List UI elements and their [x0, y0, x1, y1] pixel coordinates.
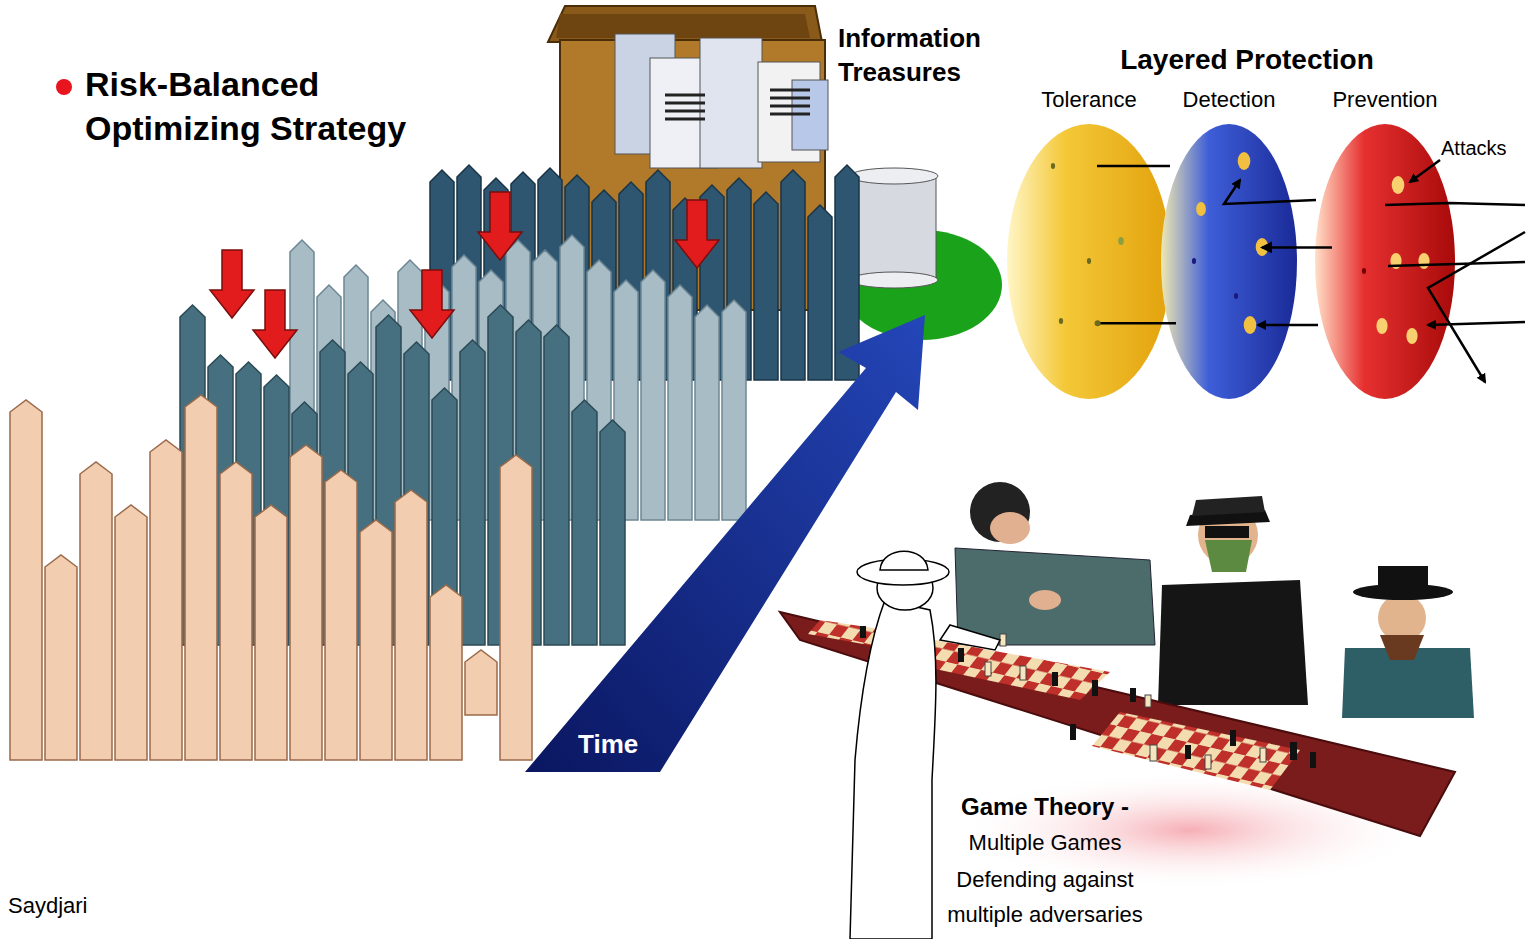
section-heading: Game Theory - — [925, 792, 1165, 822]
attack-label: Attacks — [1441, 136, 1507, 161]
layer-disk — [1003, 121, 1175, 402]
layer-label: Detection — [1156, 86, 1302, 114]
slide-title: Risk-Balanced Optimizing Strategy — [85, 62, 485, 150]
label-wrap: Information Treasures — [838, 22, 1013, 90]
disk-hole — [1238, 152, 1251, 170]
fence-picket — [430, 585, 462, 760]
fence-picket — [185, 395, 217, 760]
disk-face — [1315, 124, 1455, 399]
attack-arrow — [478, 192, 522, 260]
protection-layer: Detection — [1156, 86, 1302, 402]
fence-picket — [10, 400, 42, 760]
group-heading: Layered Protection — [1087, 42, 1407, 77]
fence-rows — [10, 165, 859, 760]
disk-hole — [1362, 268, 1366, 274]
fence-picket — [150, 440, 182, 760]
layer-disk — [1312, 121, 1458, 402]
attack-arrow — [210, 250, 254, 318]
fence-picket — [115, 505, 147, 760]
fence-picket — [572, 400, 597, 645]
fence-picket — [500, 455, 532, 760]
disk-hole — [1390, 253, 1401, 269]
disk-face — [1007, 124, 1171, 399]
layer-disk — [1156, 121, 1302, 402]
fence-picket — [600, 420, 625, 645]
disk-hole — [1406, 328, 1417, 344]
author-label: Saydjari — [8, 892, 87, 920]
attack-arrow — [675, 200, 719, 268]
disk-hole — [1244, 316, 1257, 334]
bullet-dot — [56, 79, 72, 95]
layer-label: Prevention — [1312, 86, 1458, 114]
fence-picket — [808, 205, 832, 380]
disk-hole — [1196, 202, 1206, 216]
fence-picket — [290, 445, 322, 760]
label-wrap: Multiple Games — [925, 829, 1165, 857]
fence-picket — [255, 505, 287, 760]
fence-picket — [360, 520, 392, 760]
label-wrap: Attacks — [1441, 136, 1507, 161]
fence-picket — [695, 305, 719, 520]
disk-hole — [1256, 238, 1269, 256]
label-wrap: Layered Protection — [1087, 42, 1407, 77]
fence-picket — [80, 462, 112, 760]
fence-picket — [544, 325, 569, 645]
treasure-label: Information Treasures — [838, 22, 1013, 90]
disk-hole — [1418, 253, 1429, 269]
disk-hole — [1392, 176, 1405, 194]
note-text: Defending against multiple adversaries — [925, 862, 1165, 932]
disk-hole — [1059, 318, 1063, 324]
fence-picket — [460, 340, 485, 645]
label-wrap: Time — [578, 728, 638, 761]
protection-layer: Tolerance — [1003, 86, 1175, 402]
layer-label: Tolerance — [1003, 86, 1175, 114]
label-wrap: Defending against multiple adversaries — [925, 862, 1165, 932]
note-text: Multiple Games — [925, 829, 1165, 857]
protection-layer: Prevention — [1312, 86, 1458, 402]
disk-hole — [1234, 293, 1238, 299]
title-wrap: Risk-Balanced Optimizing Strategy — [85, 62, 485, 150]
disk-hole — [1051, 163, 1055, 169]
attack-arrow — [253, 290, 297, 358]
disk-hole — [1192, 258, 1196, 264]
attack-arrow — [410, 270, 454, 338]
disk-hole — [1118, 237, 1124, 245]
disk-hole — [1376, 318, 1387, 334]
fence-picket — [668, 285, 692, 520]
disk-hole — [1087, 258, 1091, 264]
fence-picket — [722, 300, 746, 520]
fence-picket — [641, 270, 665, 520]
fence-picket — [754, 192, 778, 380]
fence-picket — [465, 650, 497, 715]
fence-picket — [325, 470, 357, 760]
disk-face — [1161, 124, 1297, 399]
fence-picket — [45, 555, 77, 760]
label-wrap: Saydjari — [8, 892, 87, 920]
label-wrap: Game Theory - — [925, 792, 1165, 822]
axis-label: Time — [578, 728, 638, 761]
fence-picket — [395, 490, 427, 760]
fence-picket — [781, 170, 805, 380]
fence-picket — [220, 462, 252, 760]
